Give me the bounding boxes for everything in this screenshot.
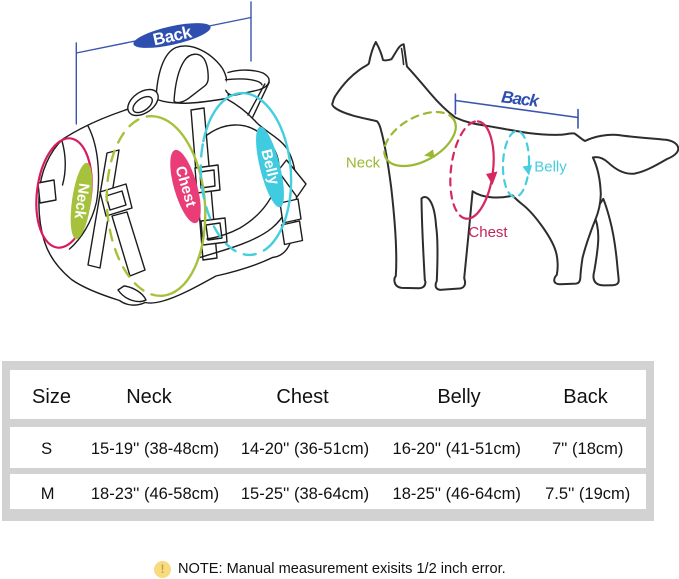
svg-text:Neck: Neck [70,182,92,221]
svg-text:Chest: Chest [468,224,508,241]
svg-text:Belly: Belly [534,159,567,176]
svg-text:Neck: Neck [346,155,381,172]
svg-text:Back: Back [500,87,541,111]
